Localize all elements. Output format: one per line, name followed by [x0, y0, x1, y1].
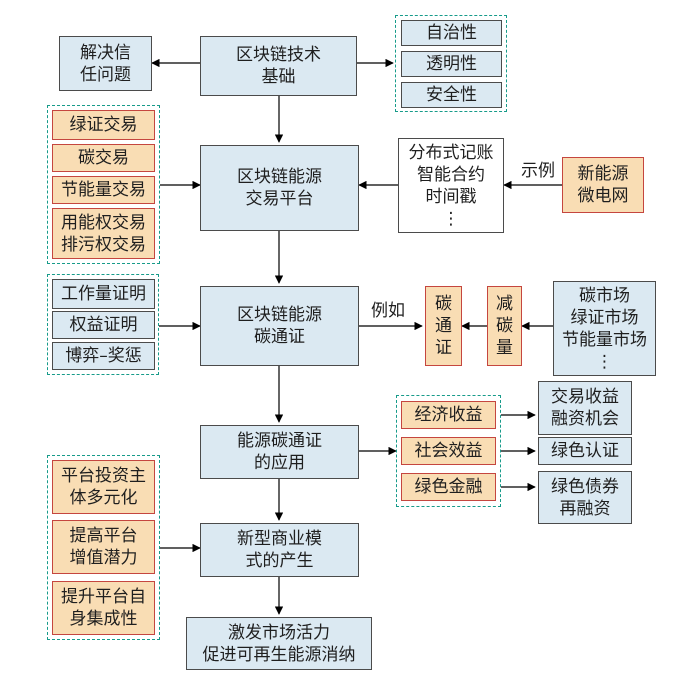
proof-box-2: 权益证明	[52, 311, 155, 339]
example-label: 示例	[521, 161, 555, 181]
carbon-token-vertical-box: 碳 通 证	[425, 286, 462, 366]
proof-box-3: 博弈–奖惩	[52, 342, 155, 370]
energy-platform-box: 区块链能源 交易平台	[200, 145, 359, 231]
reduce-carbon-box: 减 碳 量	[487, 286, 522, 366]
property-box-3: 安全性	[401, 82, 502, 108]
platform-trait-box-3: 提升平台自 身集成性	[52, 581, 155, 635]
property-box-2: 透明性	[401, 51, 502, 77]
benefit-box-2: 社会效益	[401, 437, 496, 465]
markets-box: 碳市场 绿证市场 节能量市场 ⋮	[553, 281, 656, 376]
property-box-1: 自治性	[401, 20, 502, 46]
proofs-group	[47, 274, 159, 375]
token-application-box: 能源碳通证 的应用	[200, 425, 359, 479]
tech-features-box: 分布式记账 智能合约 时间戳 ⋮	[398, 138, 504, 233]
blockchain-basis-box: 区块链技术 基础	[200, 36, 357, 96]
properties-group	[395, 15, 507, 112]
outcome-box-2: 绿色认证	[538, 437, 632, 465]
outcome-box-3: 绿色债券 再融资	[538, 471, 632, 524]
market-vitality-box: 激发市场活力 促进可再生能源消纳	[186, 617, 372, 670]
benefits-group	[396, 395, 501, 507]
proof-box-1: 工作量证明	[52, 279, 155, 309]
trade-types-group	[47, 105, 160, 264]
business-model-box: 新型商业模 式的产生	[200, 523, 359, 577]
trust-problem-box: 解决信 任问题	[59, 36, 152, 91]
microgrid-box: 新能源 微电网	[562, 157, 644, 213]
carbon-token-box: 区块链能源 碳通证	[200, 286, 359, 366]
benefit-box-3: 绿色金融	[401, 473, 496, 501]
trade-type-box-1: 绿证交易	[52, 110, 155, 140]
trade-type-box-2: 碳交易	[52, 144, 155, 172]
outcome-box-1: 交易收益 融资机会	[538, 381, 632, 435]
eg-label: 例如	[371, 301, 405, 321]
trade-type-box-3: 节能量交易	[52, 176, 155, 204]
platform-trait-box-2: 提高平台 增值潜力	[52, 520, 155, 574]
benefit-box-1: 经济收益	[401, 401, 496, 429]
trade-type-box-4: 用能权交易 排污权交易	[52, 208, 155, 259]
platform-traits-group	[47, 455, 160, 640]
platform-trait-box-1: 平台投资主 体多元化	[52, 460, 155, 514]
